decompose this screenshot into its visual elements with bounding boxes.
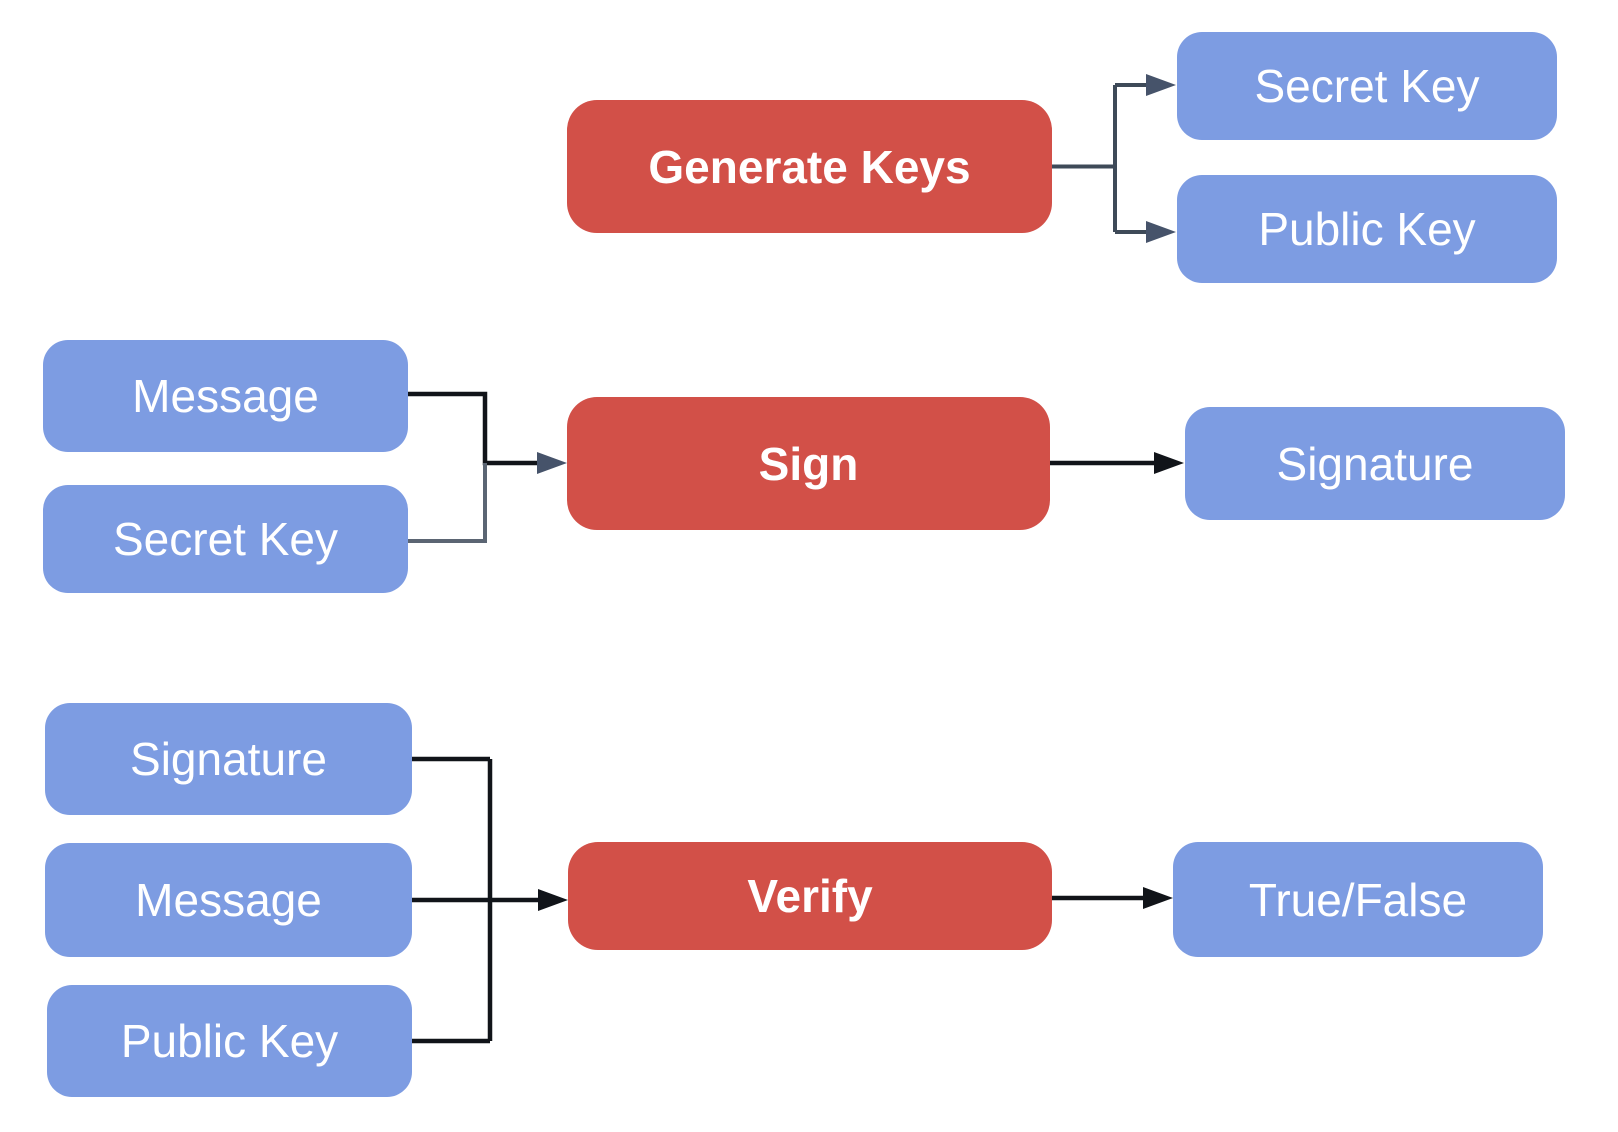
arrow-head [538,889,568,911]
node-secret-key-sign-input: Secret Key [43,485,408,593]
node-message-verify-input: Message [45,843,412,957]
wire-message-to-sign [408,391,540,466]
arrow-head [1146,74,1176,96]
node-verify: Verify [568,842,1052,950]
connector-generate-keys-fork [1052,74,1176,243]
node-sign: Sign [567,397,1050,530]
node-secret-key-output: Secret Key [1177,32,1557,140]
connector-sign-output [1050,452,1184,474]
arrow-head [537,452,567,474]
node-message-sign-input: Message [43,340,408,452]
node-generate-keys: Generate Keys [567,100,1052,233]
node-signature-verify-input: Signature [45,703,412,815]
connector-verify-inputs [412,756,568,1044]
connector-verify-output [1052,887,1173,909]
node-public-key-verify-input: Public Key [47,985,412,1097]
node-signature-output: Signature [1185,407,1565,520]
connector-sign-inputs [408,391,567,543]
node-true-false-output: True/False [1173,842,1543,957]
wire-secret-key-to-sign [408,463,487,543]
node-public-key-output: Public Key [1177,175,1557,283]
arrow-head [1154,452,1184,474]
arrow-head [1146,221,1176,243]
arrow-head [1143,887,1173,909]
